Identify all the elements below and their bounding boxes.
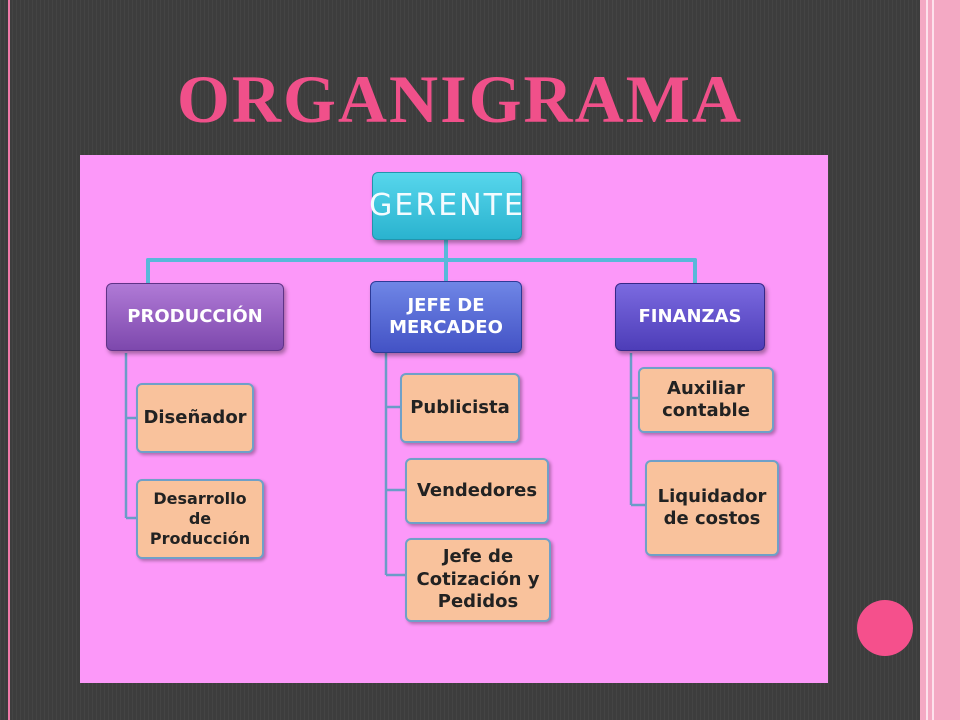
slide-title: ORGANIGRAMA <box>177 61 743 137</box>
node-desarrollo-line-3: Producción <box>149 529 251 548</box>
node-vendedores: Vendedores <box>405 458 549 524</box>
node-auxiliar-line-1: Auxiliar <box>667 377 745 399</box>
node-jefe-cotizacion-line-1: Jefe de <box>442 546 514 568</box>
org-chart-connectors <box>124 238 697 577</box>
node-auxiliar-line-2: contable <box>662 400 750 421</box>
node-desarrollo-de-produccion: Desarrollo de Producción <box>136 479 264 559</box>
node-jefe-de-cotizacion-y-pedidos: Jefe de Cotización y Pedidos <box>405 538 551 622</box>
node-jefe-de-mercadeo-line-2: MERCADEO <box>389 317 503 338</box>
node-finanzas-label: FINANZAS <box>638 305 742 327</box>
node-liquidador-line-1: Liquidador <box>657 485 767 507</box>
node-jefe-cotizacion-line-3: Pedidos <box>437 591 519 613</box>
node-auxiliar-contable: Auxiliar contable <box>638 367 774 433</box>
node-disenador: Diseñador <box>136 383 254 453</box>
node-finanzas: FINANZAS <box>615 283 765 351</box>
node-publicista-label: Publicista <box>410 396 510 418</box>
node-gerente-label: GERENTE <box>369 188 525 224</box>
node-liquidador-de-costos: Liquidador de costos <box>645 460 779 556</box>
pink-circle-decoration <box>857 600 913 656</box>
node-publicista: Publicista <box>400 373 520 443</box>
right-decorative-band <box>920 0 960 720</box>
node-jefe-de-mercadeo: JEFE DE MERCADEO <box>370 281 522 353</box>
node-jefe-de-mercadeo-line-1: JEFE DE <box>407 294 485 316</box>
node-produccion: PRODUCCIÓN <box>106 283 284 351</box>
node-vendedores-label: Vendedores <box>416 479 538 501</box>
node-gerente: GERENTE <box>369 172 525 240</box>
node-produccion-label: PRODUCCIÓN <box>127 305 263 327</box>
node-desarrollo-line-1: Desarrollo <box>153 489 247 508</box>
left-accent-line <box>8 0 10 720</box>
org-chart-panel: GERENTE PRODUCCIÓN JEFE DE MERCADEO FINA… <box>80 155 828 683</box>
node-disenador-label: Diseñador <box>143 406 247 428</box>
node-liquidador-line-2: de costos <box>663 508 761 529</box>
node-desarrollo-line-2: de <box>188 509 212 528</box>
node-jefe-cotizacion-line-2: Cotización y <box>416 568 540 590</box>
